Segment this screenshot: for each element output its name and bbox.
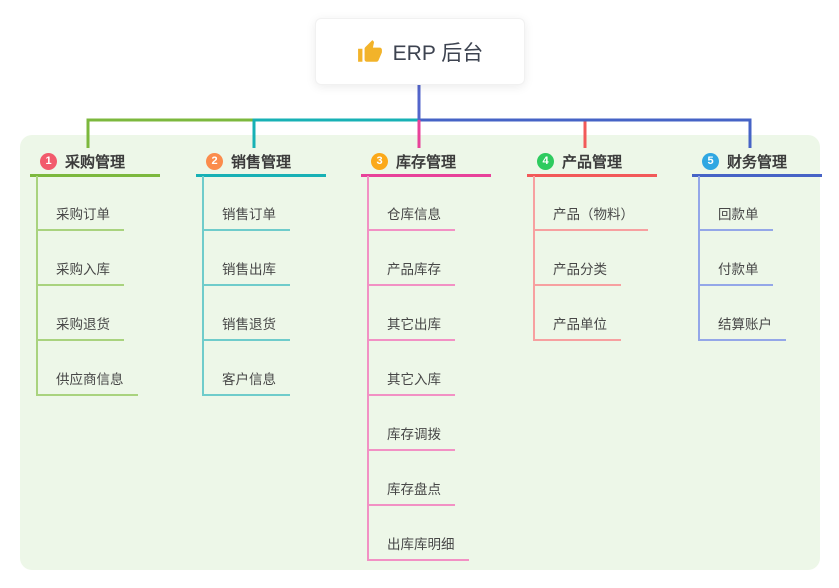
child-node[interactable]: 付款单 — [698, 261, 773, 286]
branch-header-5[interactable]: 5 财务管理 — [692, 148, 822, 177]
branch-label: 采购管理 — [65, 153, 126, 171]
children-connector-line — [36, 176, 38, 396]
children-connector-line — [367, 176, 369, 561]
branch-header-1[interactable]: 1 采购管理 — [30, 148, 160, 177]
child-node[interactable]: 其它入库 — [367, 371, 455, 396]
branch-header-2[interactable]: 2 销售管理 — [196, 148, 326, 177]
children-connector-line — [202, 176, 204, 396]
branch-label: 库存管理 — [396, 153, 457, 171]
child-node[interactable]: 采购入库 — [36, 261, 124, 286]
branch-number-badge: 3 — [371, 152, 388, 170]
root-node[interactable]: ERP 后台 — [315, 18, 525, 85]
root-label: ERP 后台 — [392, 41, 484, 65]
child-node[interactable]: 库存盘点 — [367, 481, 455, 506]
child-node[interactable]: 库存调拨 — [367, 426, 455, 451]
children-connector-line — [533, 176, 535, 341]
branch-number-badge: 2 — [206, 152, 223, 170]
child-node[interactable]: 出库库明细 — [367, 536, 469, 561]
child-node[interactable]: 仓库信息 — [367, 206, 455, 231]
branches-panel — [20, 135, 820, 570]
children-connector-line — [698, 176, 700, 341]
branch-header-3[interactable]: 3 库存管理 — [361, 148, 491, 177]
child-node[interactable]: 产品库存 — [367, 261, 455, 286]
branch-label: 产品管理 — [562, 153, 623, 171]
branch-label: 财务管理 — [727, 153, 788, 171]
child-node[interactable]: 客户信息 — [202, 371, 290, 396]
child-node[interactable]: 其它出库 — [367, 316, 455, 341]
child-node[interactable]: 产品单位 — [533, 316, 621, 341]
branch-number-badge: 4 — [537, 152, 554, 170]
child-node[interactable]: 销售订单 — [202, 206, 290, 231]
branch-header-4[interactable]: 4 产品管理 — [527, 148, 657, 177]
child-node[interactable]: 回款单 — [698, 206, 773, 231]
child-node[interactable]: 销售退货 — [202, 316, 290, 341]
child-node[interactable]: 采购订单 — [36, 206, 124, 231]
child-node[interactable]: 采购退货 — [36, 316, 124, 341]
branch-number-badge: 1 — [40, 152, 57, 170]
child-node[interactable]: 产品分类 — [533, 261, 621, 286]
child-node[interactable]: 供应商信息 — [36, 371, 138, 396]
child-node[interactable]: 结算账户 — [698, 316, 786, 341]
branch-label: 销售管理 — [231, 153, 292, 171]
child-node[interactable]: 销售出库 — [202, 261, 290, 286]
branch-number-badge: 5 — [702, 152, 719, 170]
child-node[interactable]: 产品（物料） — [533, 206, 648, 231]
thumbs-up-icon — [357, 39, 383, 65]
